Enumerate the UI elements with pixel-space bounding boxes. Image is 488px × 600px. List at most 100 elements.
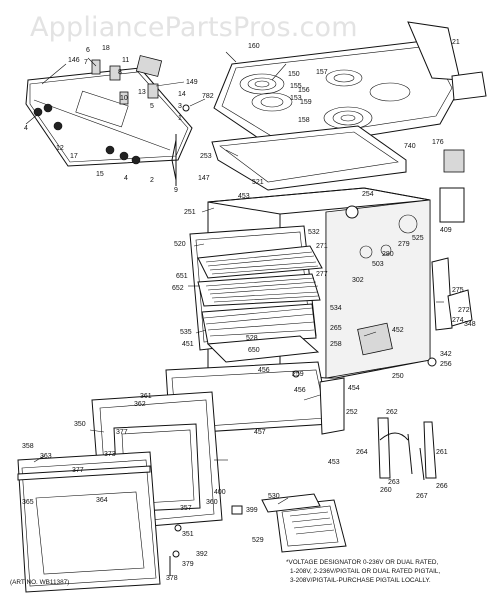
label-156: 156 xyxy=(298,87,310,94)
label-379: 379 xyxy=(182,561,194,568)
label-6: 6 xyxy=(86,47,90,54)
label-147: 147 xyxy=(198,175,210,182)
label-342: 342 xyxy=(440,351,452,358)
label-267: 267 xyxy=(416,493,428,500)
label-358: 358 xyxy=(22,443,34,450)
label-14: 14 xyxy=(178,91,186,98)
oven-door xyxy=(17,391,223,593)
label-15: 15 xyxy=(96,171,104,178)
label-782: 782 xyxy=(202,93,214,100)
label-454: 454 xyxy=(348,385,360,392)
label-277: 277 xyxy=(316,271,328,278)
drip-tray xyxy=(211,125,407,191)
label-5: 5 xyxy=(150,103,154,110)
label-453: 453 xyxy=(238,193,250,200)
label-652: 652 xyxy=(172,285,184,292)
label-265: 265 xyxy=(330,325,342,332)
broiler-pan xyxy=(261,493,347,553)
label-453: 453 xyxy=(328,459,340,466)
label-302: 302 xyxy=(352,277,364,284)
label-254: 254 xyxy=(362,191,374,198)
label-377: 377 xyxy=(116,429,128,436)
label-250: 250 xyxy=(392,373,404,380)
part-labels: 146 6 7 18 11 8 149 14 10 13 5 3 1 4 12 … xyxy=(22,39,476,582)
label-365: 365 xyxy=(22,499,34,506)
label-159: 159 xyxy=(300,99,312,106)
label-377: 377 xyxy=(72,467,84,474)
bracket xyxy=(439,187,465,223)
label-260: 260 xyxy=(380,487,392,494)
label-4: 4 xyxy=(24,125,28,132)
label-360: 360 xyxy=(206,499,218,506)
label-149: 149 xyxy=(186,79,198,86)
label-452: 452 xyxy=(392,327,404,334)
label-271: 271 xyxy=(316,243,328,250)
label-153: 153 xyxy=(290,95,302,102)
label-252: 252 xyxy=(346,409,358,416)
label-8: 8 xyxy=(118,69,122,76)
label-263: 263 xyxy=(388,479,400,486)
label-534: 534 xyxy=(330,305,342,312)
label-409: 409 xyxy=(440,227,452,234)
label-373: 373 xyxy=(104,451,116,458)
label-530: 530 xyxy=(268,493,280,500)
label-264: 264 xyxy=(356,449,368,456)
voltage-note-line: *VOLTAGE DESIGNATOR 0-236V OR DUAL RATED… xyxy=(286,559,438,566)
label-503: 503 xyxy=(372,261,384,268)
label-351: 351 xyxy=(182,531,194,538)
label-158: 158 xyxy=(298,117,310,124)
label-521: 521 xyxy=(252,179,264,186)
label-13: 13 xyxy=(138,89,146,96)
label-275: 275 xyxy=(452,287,464,294)
oven-racks xyxy=(189,225,323,363)
label-157: 157 xyxy=(316,69,328,76)
label-259: 259 xyxy=(292,371,304,378)
label-3: 3 xyxy=(178,103,182,110)
label-651: 651 xyxy=(176,273,188,280)
label-4: 4 xyxy=(124,175,128,182)
label-274: 274 xyxy=(452,317,464,324)
label-279: 279 xyxy=(398,241,410,248)
label-363: 363 xyxy=(40,453,52,460)
label-364: 364 xyxy=(96,497,108,504)
label-160: 160 xyxy=(248,43,260,50)
label-251: 251 xyxy=(184,209,196,216)
label-357: 357 xyxy=(180,505,192,512)
watermark: AppliancePartsPros.com xyxy=(30,12,358,43)
label-10: 10 xyxy=(120,95,128,102)
label-457: 457 xyxy=(254,429,266,436)
label-532: 532 xyxy=(308,229,320,236)
label-520: 520 xyxy=(174,241,186,248)
label-348: 348 xyxy=(464,321,476,328)
label-650: 650 xyxy=(248,347,260,354)
label-155: 155 xyxy=(290,83,302,90)
label-21: 21 xyxy=(452,39,460,46)
label-262: 262 xyxy=(386,409,398,416)
label-18: 18 xyxy=(102,45,110,52)
label-2: 2 xyxy=(150,177,154,184)
label-280: 280 xyxy=(382,251,394,258)
label-392: 392 xyxy=(196,551,208,558)
voltage-note: *VOLTAGE DESIGNATOR 0-236V OR DUAL RATED… xyxy=(286,559,440,584)
label-256: 256 xyxy=(440,361,452,368)
label-261: 261 xyxy=(436,449,448,456)
label-399: 399 xyxy=(246,507,258,514)
label-258: 258 xyxy=(330,341,342,348)
label-272: 272 xyxy=(458,307,470,314)
label-740: 740 xyxy=(404,143,416,150)
leader-lines xyxy=(25,51,444,505)
voltage-note-line: 1-208V, 2-236V/PIGTAIL OR DUAL RATED PIG… xyxy=(290,568,440,575)
cooktop-assembly xyxy=(213,21,487,151)
label-451: 451 xyxy=(182,341,194,348)
label-525: 525 xyxy=(412,235,424,242)
control-panel xyxy=(25,55,193,181)
label-17: 17 xyxy=(70,153,78,160)
label-400: 400 xyxy=(214,489,226,496)
label-253: 253 xyxy=(200,153,212,160)
label-1: 1 xyxy=(178,115,182,122)
label-456: 456 xyxy=(258,367,270,374)
label-529: 529 xyxy=(252,537,264,544)
art-number: (ART NO. WB11387) xyxy=(10,579,69,586)
label-361: 361 xyxy=(140,393,152,400)
